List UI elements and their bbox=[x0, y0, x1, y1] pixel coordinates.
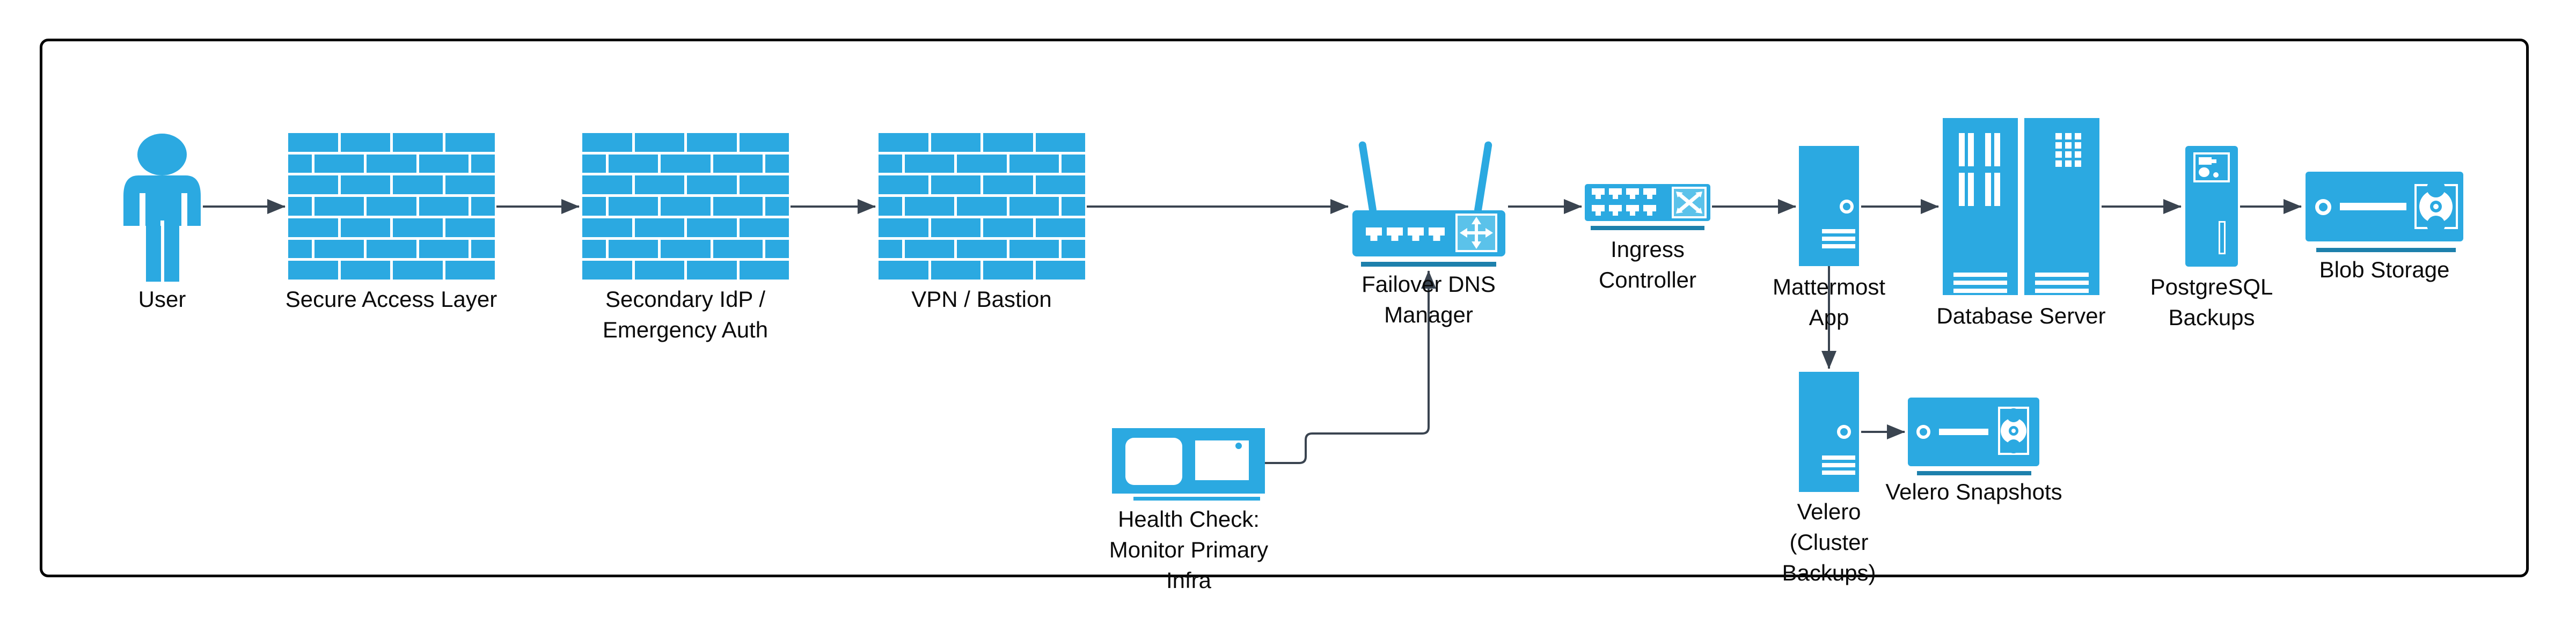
label-failover-dns: Failover DNS Manager bbox=[1362, 271, 1496, 327]
switch-port-icon bbox=[1609, 188, 1622, 195]
label-database-server: Database Server bbox=[1936, 303, 2106, 328]
label-blob-storage: Blob Storage bbox=[2319, 257, 2450, 282]
underline bbox=[1361, 262, 1496, 267]
storage-box-icon-velero-snapshots bbox=[1908, 398, 2039, 466]
router-port-icon bbox=[1387, 227, 1403, 236]
disk-icon bbox=[2414, 184, 2458, 229]
router-port-icon bbox=[1366, 227, 1382, 236]
router-cross-icon bbox=[1455, 214, 1497, 252]
underline bbox=[1591, 226, 1704, 230]
underline bbox=[1133, 497, 1260, 501]
switch-port-icon bbox=[1626, 205, 1639, 211]
label-velero-snapshots: Velero Snapshots bbox=[1885, 479, 2062, 504]
backup-tower-icon-postgresql bbox=[2185, 146, 2238, 267]
underline bbox=[1917, 471, 2031, 475]
label-pg-backups: PostgreSQL Backups bbox=[2150, 274, 2273, 330]
switch-port-icon bbox=[1592, 205, 1605, 211]
server-tower-icon-mattermost bbox=[1799, 146, 1859, 266]
switch-port-icon bbox=[1609, 205, 1622, 211]
disk-icon bbox=[1998, 407, 2029, 455]
firewall-icon-secondary-idp bbox=[582, 133, 789, 280]
diagram-frame bbox=[40, 39, 2529, 577]
switch-port-icon bbox=[1643, 205, 1656, 211]
label-vpn-bastion: VPN / Bastion bbox=[911, 286, 1052, 312]
router-port-icon bbox=[1408, 227, 1424, 236]
label-velero: Velero (Cluster Backups) bbox=[1782, 499, 1876, 585]
database-rack-icon-right bbox=[2024, 118, 2099, 295]
firewall-icon-vpn-bastion bbox=[879, 133, 1086, 280]
database-rack-icon-left bbox=[1943, 118, 2018, 295]
switch-cross-icon bbox=[1672, 187, 1707, 218]
underline bbox=[2316, 248, 2456, 252]
user-icon bbox=[123, 134, 201, 282]
server-tower-icon-velero bbox=[1799, 372, 1859, 492]
label-user: User bbox=[138, 286, 186, 312]
firewall-icon-secure-access bbox=[288, 133, 495, 280]
router-port-icon bbox=[1429, 227, 1445, 236]
label-secondary-idp: Secondary IdP / Emergency Auth bbox=[602, 286, 769, 342]
edge-health-dns bbox=[1265, 270, 1436, 464]
label-ingress: Ingress Controller bbox=[1598, 237, 1697, 292]
label-health-check: Health Check: Monitor Primary Infra bbox=[1109, 506, 1269, 593]
label-mattermost: Mattermost App bbox=[1772, 274, 1886, 330]
storage-box-icon-blob bbox=[2306, 172, 2463, 241]
switch-port-icon bbox=[1643, 188, 1656, 195]
label-secure-access: Secure Access Layer bbox=[285, 286, 497, 312]
switch-port-icon bbox=[1592, 188, 1605, 195]
switch-port-icon bbox=[1626, 188, 1639, 195]
health-check-icon bbox=[1112, 428, 1265, 494]
